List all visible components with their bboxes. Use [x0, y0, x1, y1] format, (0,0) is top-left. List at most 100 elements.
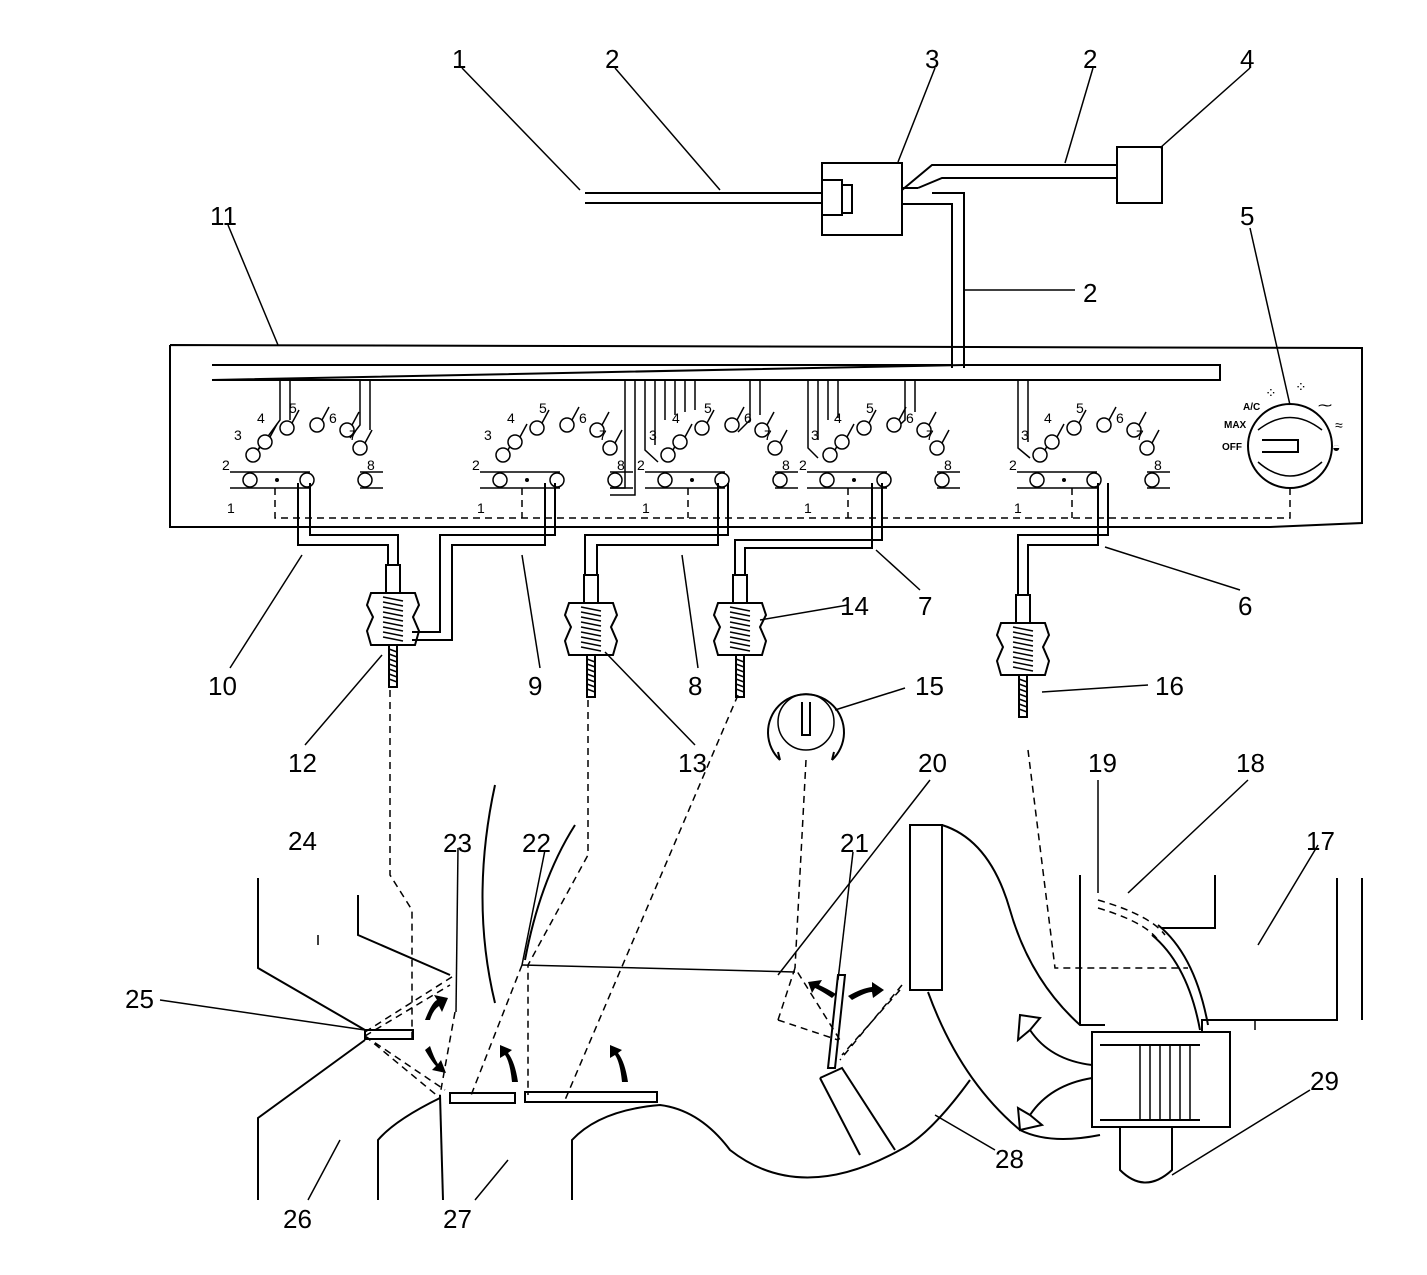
callout-2: 2 [605, 44, 619, 74]
callout-2: 2 [1083, 278, 1097, 308]
port-label-6: 6 [906, 410, 914, 426]
port-label-6: 6 [744, 410, 752, 426]
callout-27: 27 [443, 1204, 472, 1234]
mode-selector-knob[interactable]: A/C MAX OFF ⁘ ⁘ ⁓ ≈ ◒ [1222, 379, 1343, 489]
vent-icon: ⁘ [1265, 385, 1277, 401]
bilevel-icon: ⁘ [1295, 379, 1307, 395]
callout-17: 17 [1306, 826, 1335, 856]
callout-21: 21 [840, 828, 869, 858]
port-label-3: 3 [1021, 427, 1029, 443]
actuator-16 [995, 594, 1051, 718]
heater-core [909, 824, 943, 991]
callout-19: 19 [1088, 748, 1117, 778]
vacuum-actuators [365, 564, 1051, 718]
port-label-2: 2 [222, 457, 230, 473]
port-label-2: 2 [637, 457, 645, 473]
callout-9: 9 [528, 671, 542, 701]
port-label-3: 3 [484, 427, 492, 443]
port-label-8: 8 [944, 457, 952, 473]
callout-29: 29 [1310, 1066, 1339, 1096]
callout-5: 5 [1240, 201, 1254, 231]
vacuum-reservoir [1116, 146, 1163, 204]
callout-25: 25 [125, 984, 154, 1014]
callout-24: 24 [288, 826, 317, 856]
callout-12: 12 [288, 748, 317, 778]
callout-11: 11 [210, 201, 237, 231]
port-label-5: 5 [539, 400, 547, 416]
check-valve [821, 162, 903, 236]
port-label-5: 5 [704, 400, 712, 416]
actuator-hoses [297, 483, 1109, 641]
callout-7: 7 [918, 591, 932, 621]
port-label-5: 5 [1076, 400, 1084, 416]
port-label-7: 7 [1136, 427, 1144, 443]
port-label-1: 1 [477, 500, 485, 516]
port-label-1: 1 [227, 500, 235, 516]
port-label-3: 3 [649, 427, 657, 443]
heater-door [449, 1092, 516, 1104]
port-label-6: 6 [1116, 410, 1124, 426]
port-label-6: 6 [579, 410, 587, 426]
vacuum-supply-lines [585, 146, 1163, 368]
callout-10: 10 [208, 671, 237, 701]
port-label-6: 6 [329, 410, 337, 426]
port-label-5: 5 [289, 400, 297, 416]
air-distribution-ducts [257, 784, 1363, 1200]
port-label-2: 2 [472, 457, 480, 473]
actuator-13 [563, 574, 619, 698]
callout-2: 2 [1083, 44, 1097, 74]
temperature-knob[interactable] [767, 693, 845, 761]
port-label-5: 5 [866, 400, 874, 416]
callout-23: 23 [443, 828, 472, 858]
air-inlet-door [524, 1091, 658, 1103]
switch-group-4: 1 234 5 678 [799, 400, 960, 516]
callout-28: 28 [995, 1144, 1024, 1174]
port-label-4: 4 [1044, 410, 1052, 426]
control-assembly-panel [169, 344, 1363, 528]
callout-13: 13 [678, 748, 707, 778]
mode-doors [364, 690, 1188, 1201]
port-label-4: 4 [672, 410, 680, 426]
port-label-7: 7 [764, 427, 772, 443]
switch-group-2: 1 234 5 678 [472, 400, 633, 516]
port-label-7: 7 [349, 427, 357, 443]
actuator-12 [365, 564, 421, 688]
port-label-4: 4 [507, 410, 515, 426]
ac-label: A/C [1243, 402, 1260, 413]
actuator-14 [712, 574, 768, 698]
port-label-2: 2 [799, 457, 807, 473]
callout-26: 26 [283, 1204, 312, 1234]
callout-14: 14 [840, 591, 869, 621]
callout-8: 8 [688, 671, 702, 701]
port-label-7: 7 [599, 427, 607, 443]
switch-group-3: 1 234 5 678 [637, 400, 798, 516]
port-label-8: 8 [617, 457, 625, 473]
floor-icon: ⁓ [1318, 397, 1332, 413]
leader-lines [159, 67, 1319, 1201]
port-label-1: 1 [1014, 500, 1022, 516]
blend-icon: ≈ [1335, 417, 1343, 433]
port-label-1: 1 [804, 500, 812, 516]
callout-1: 1 [452, 44, 466, 74]
defrost-icon: ◒ [1332, 439, 1340, 455]
blower-motor-housing [1091, 1031, 1231, 1128]
callout-20: 20 [918, 748, 947, 778]
callout-18: 18 [1236, 748, 1265, 778]
port-label-1: 1 [642, 500, 650, 516]
port-label-8: 8 [367, 457, 375, 473]
callout-15: 15 [915, 671, 944, 701]
port-label-8: 8 [782, 457, 790, 473]
port-label-4: 4 [834, 410, 842, 426]
off-label: OFF [1222, 442, 1242, 453]
callout-16: 16 [1155, 671, 1184, 701]
port-label-7: 7 [926, 427, 934, 443]
callout-3: 3 [925, 44, 939, 74]
callout-22: 22 [522, 828, 551, 858]
port-label-3: 3 [811, 427, 819, 443]
callout-6: 6 [1238, 591, 1252, 621]
max-label: MAX [1224, 420, 1247, 431]
